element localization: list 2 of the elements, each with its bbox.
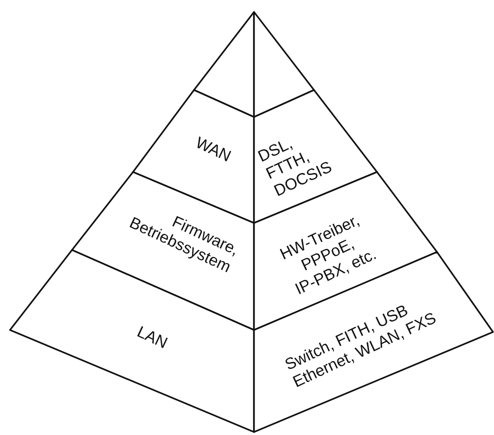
layer-label: WAN <box>192 134 234 168</box>
layer-label: LAN <box>133 322 171 354</box>
